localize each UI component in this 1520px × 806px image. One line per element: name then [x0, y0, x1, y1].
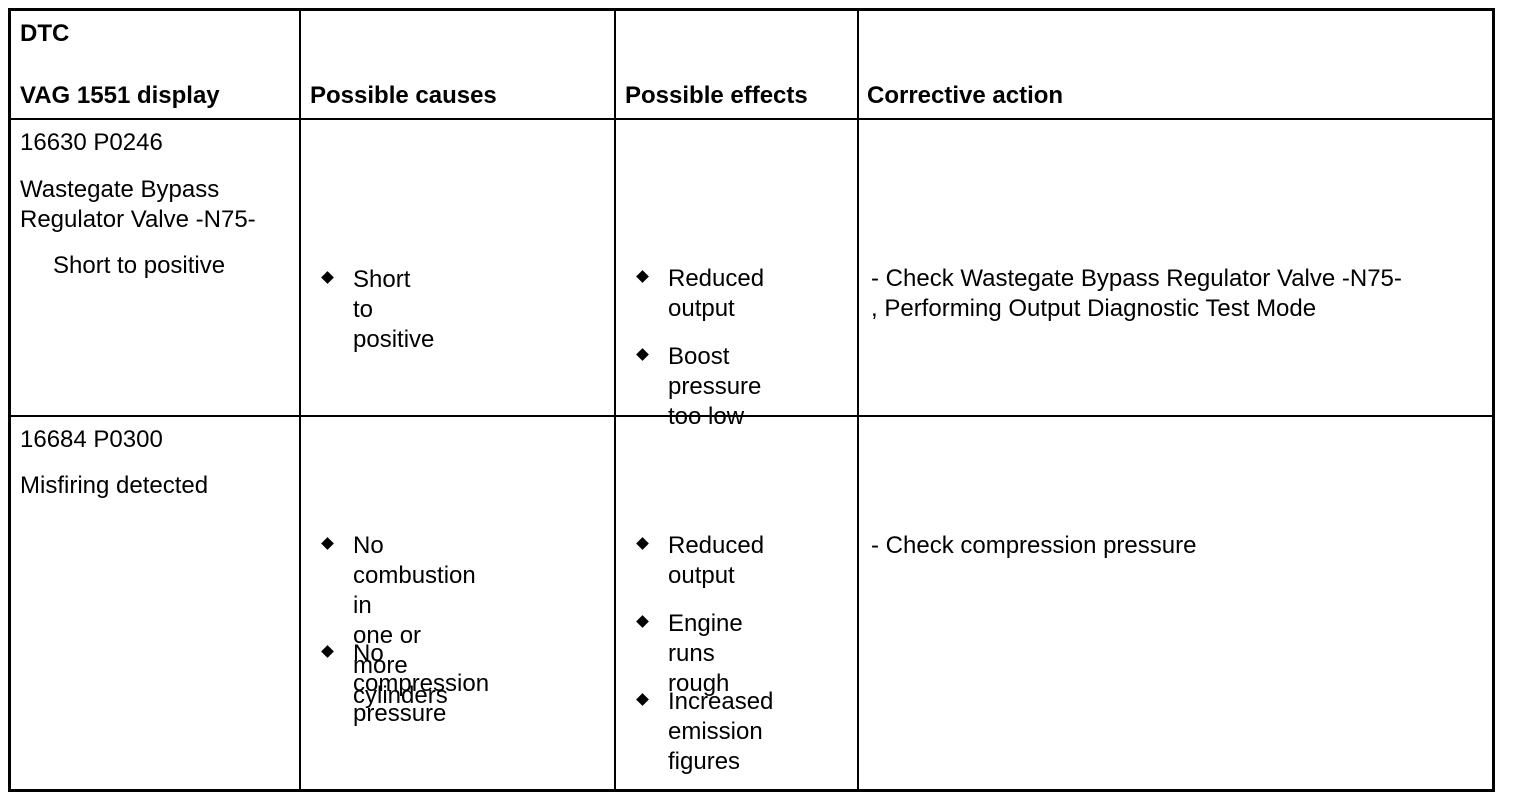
diamond-bullet-icon — [321, 537, 334, 550]
header-possible-causes: Possible causes — [310, 82, 497, 109]
dtc-code: 16630 P0246 — [20, 129, 163, 156]
diamond-bullet-icon — [636, 537, 649, 550]
dtc-description: Misfiring detected — [20, 472, 209, 499]
corrective-action: - Check compression pressure — [871, 532, 1197, 559]
diamond-bullet-icon — [636, 615, 649, 628]
dtc-table: DTC VAG 1551 display Possible causes Pos… — [8, 8, 1495, 792]
diamond-bullet-icon — [636, 693, 649, 706]
header-possible-effects: Possible effects — [625, 82, 808, 109]
corrective-action: - Check Wastegate Bypass Regulator Valve… — [871, 265, 1402, 322]
column-divider — [614, 11, 616, 789]
diamond-bullet-icon — [636, 270, 649, 283]
row-divider — [11, 118, 1492, 120]
diamond-bullet-icon — [636, 348, 649, 361]
column-divider — [299, 11, 301, 789]
dtc-code: 16684 P0300 — [20, 426, 163, 453]
header-vag-display: VAG 1551 display — [20, 82, 220, 109]
row-divider — [11, 415, 1492, 417]
header-corrective-action: Corrective action — [867, 82, 1064, 109]
dtc-condition: Short to positive — [53, 252, 226, 279]
diamond-bullet-icon — [321, 645, 334, 658]
header-dtc: DTC — [20, 20, 70, 47]
column-divider — [857, 11, 859, 789]
diamond-bullet-icon — [321, 271, 334, 284]
dtc-description: Wastegate Bypass Regulator Valve -N75- — [20, 176, 256, 233]
